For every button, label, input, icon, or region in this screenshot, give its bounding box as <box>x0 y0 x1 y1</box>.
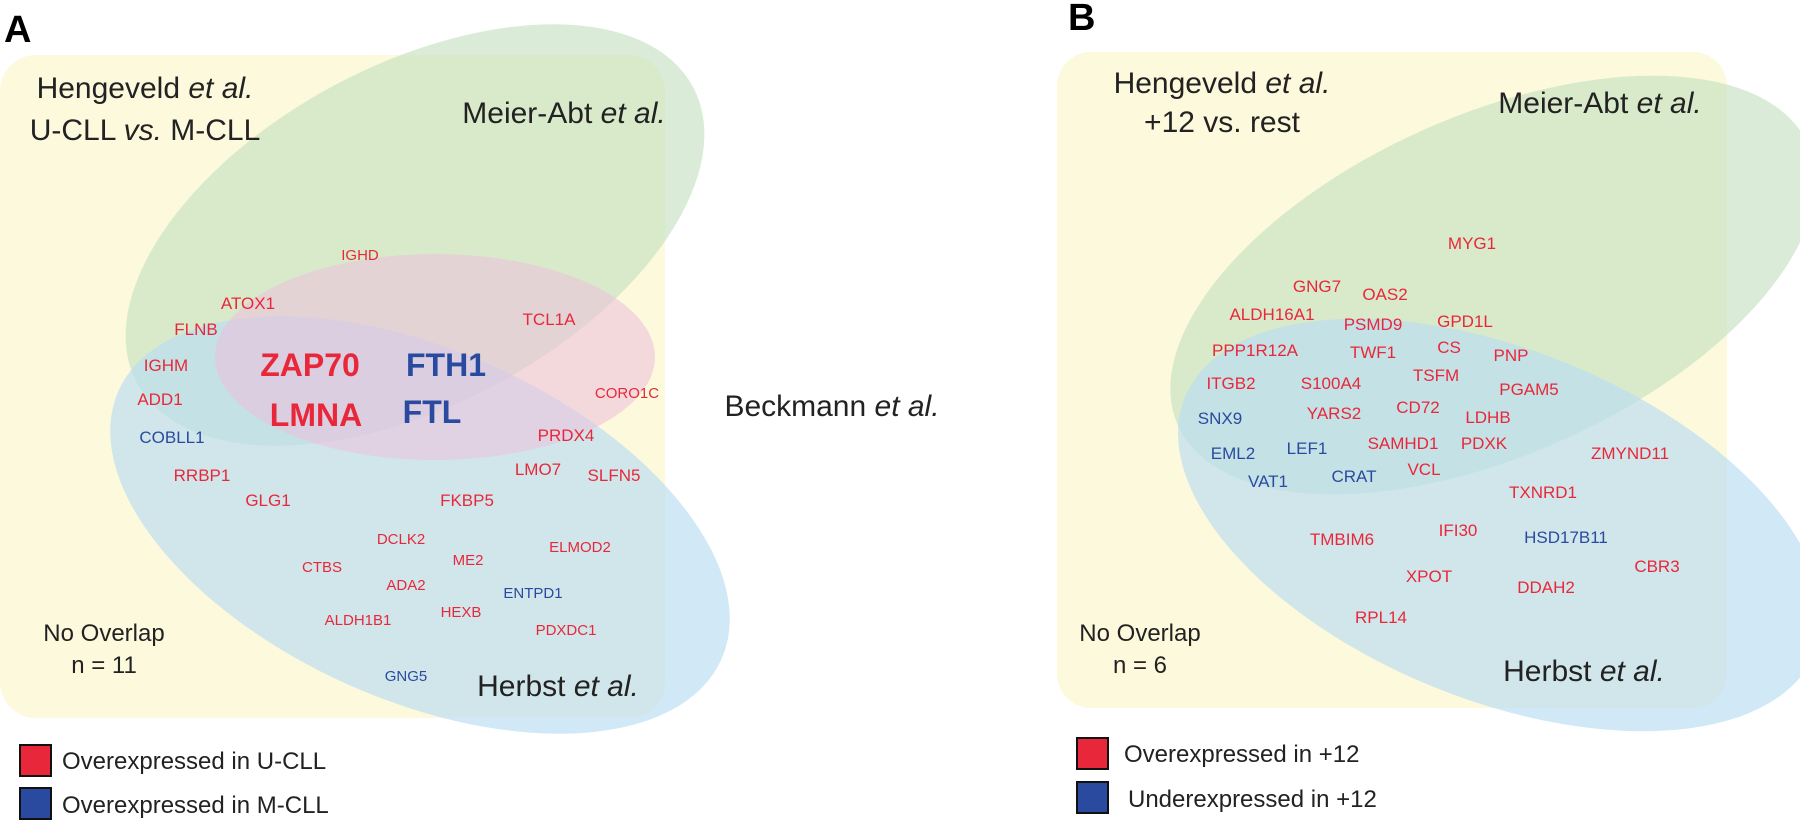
gene-label: ALDH16A1 <box>1229 305 1314 324</box>
hengeveld-label-b: Hengeveld et al. <box>1114 67 1331 100</box>
gene-label: GPD1L <box>1437 312 1493 331</box>
legend-swatch-overexpressed <box>19 744 52 777</box>
hengeveld-comparison-b: +12 vs. rest <box>1144 106 1301 139</box>
gene-label: ENTPD1 <box>503 585 562 602</box>
gene-label: IGHM <box>144 356 188 375</box>
gene-label-emphasized: FTL <box>403 394 462 430</box>
gene-label: DCLK2 <box>377 531 425 548</box>
gene-label: PDXK <box>1461 434 1508 453</box>
gene-label: CORO1C <box>595 385 659 402</box>
legend-swatch-m-cll <box>19 787 52 820</box>
gene-label: ZMYND11 <box>1591 444 1669 463</box>
gene-label: CD72 <box>1396 398 1439 417</box>
gene-label: COBLL1 <box>139 428 204 447</box>
gene-label: GNG5 <box>385 668 428 685</box>
gene-label: IGHD <box>341 247 379 264</box>
gene-label: TCL1A <box>523 310 577 329</box>
gene-label: FLNB <box>174 320 217 339</box>
gene-label: LMO7 <box>515 460 561 479</box>
legend-swatch-underexpressed <box>1076 781 1109 814</box>
gene-label: EML2 <box>1211 444 1255 463</box>
gene-label: VCL <box>1407 460 1440 479</box>
gene-label: ATOX1 <box>221 294 275 313</box>
gene-label: PSMD9 <box>1344 315 1403 334</box>
hengeveld-label-a: Hengeveld et al. <box>37 72 254 105</box>
panel-a: A Hengeveld et al. U-CLL vs. M-CLL Meier… <box>0 9 940 820</box>
gene-label: TXNRD1 <box>1509 483 1577 502</box>
gene-label: ME2 <box>453 552 484 569</box>
gene-label-emphasized: FTH1 <box>406 347 486 383</box>
gene-label-emphasized: ZAP70 <box>260 347 360 383</box>
gene-label: LDHB <box>1465 408 1510 427</box>
gene-label: VAT1 <box>1248 472 1288 491</box>
gene-label: LEF1 <box>1287 439 1328 458</box>
gene-label: YARS2 <box>1307 404 1362 423</box>
gene-label: SNX9 <box>1198 409 1242 428</box>
gene-label: PRDX4 <box>538 426 595 445</box>
gene-label: PPP1R12A <box>1212 341 1299 360</box>
beckmann-label-a: Beckmann et al. <box>724 390 939 423</box>
gene-label: GLG1 <box>245 491 290 510</box>
meier-abt-label-a: Meier-Abt et al. <box>462 97 665 130</box>
gene-label: RPL14 <box>1355 608 1407 627</box>
gene-label: CS <box>1437 338 1461 357</box>
gene-label: ADA2 <box>386 577 425 594</box>
legend-label: Overexpressed in +12 <box>1124 741 1359 768</box>
panel-b: B Hengeveld et al. +12 vs. rest Meier-Ab… <box>1057 0 1800 814</box>
gene-label: CBR3 <box>1634 557 1679 576</box>
no-overlap-count-a: n = 11 <box>71 652 137 679</box>
gene-label: RRBP1 <box>174 466 231 485</box>
gene-label: PNP <box>1494 346 1529 365</box>
gene-label: GNG7 <box>1293 277 1341 296</box>
no-overlap-count-b: n = 6 <box>1113 652 1167 679</box>
legend-swatch-overexpressed <box>1076 737 1109 770</box>
gene-label: PGAM5 <box>1499 380 1559 399</box>
legend-label: Overexpressed in M-CLL <box>62 792 329 819</box>
gene-label: CRAT <box>1331 467 1376 486</box>
gene-label: SLFN5 <box>588 466 641 485</box>
gene-label: SAMHD1 <box>1368 434 1439 453</box>
herbst-set-b <box>1178 318 1800 732</box>
herbst-label-a: Herbst et al. <box>477 670 639 703</box>
gene-label: IFI30 <box>1439 521 1478 540</box>
panel-b-letter: B <box>1068 0 1095 39</box>
no-overlap-label-b: No Overlap <box>1079 620 1200 647</box>
gene-label: CTBS <box>302 559 342 576</box>
gene-label: DDAH2 <box>1517 578 1575 597</box>
legend-label: Overexpressed in U-CLL <box>62 748 326 775</box>
herbst-label-b: Herbst et al. <box>1503 655 1665 688</box>
no-overlap-label-a: No Overlap <box>43 620 164 647</box>
gene-label: ELMOD2 <box>549 539 611 556</box>
gene-label: TWF1 <box>1350 343 1396 362</box>
gene-label: PDXDC1 <box>536 622 597 639</box>
hengeveld-comparison-a: U-CLL vs. M-CLL <box>30 114 261 147</box>
legend-label: Underexpressed in +12 <box>1128 786 1377 813</box>
panel-a-letter: A <box>4 9 31 51</box>
gene-label: ALDH1B1 <box>325 612 392 629</box>
gene-label-emphasized: LMNA <box>270 397 362 433</box>
meier-abt-label-b: Meier-Abt et al. <box>1498 87 1701 120</box>
gene-label: TSFM <box>1413 366 1459 385</box>
gene-label: FKBP5 <box>440 491 494 510</box>
gene-label: ITGB2 <box>1206 374 1255 393</box>
gene-label: HSD17B11 <box>1524 528 1608 547</box>
gene-label: OAS2 <box>1362 285 1407 304</box>
beckmann-set-a <box>215 254 655 460</box>
gene-label: MYG1 <box>1448 234 1496 253</box>
gene-label: S100A4 <box>1301 374 1362 393</box>
gene-label: HEXB <box>441 604 482 621</box>
gene-label: XPOT <box>1406 567 1452 586</box>
gene-label: ADD1 <box>137 390 182 409</box>
gene-label: TMBIM6 <box>1310 530 1374 549</box>
